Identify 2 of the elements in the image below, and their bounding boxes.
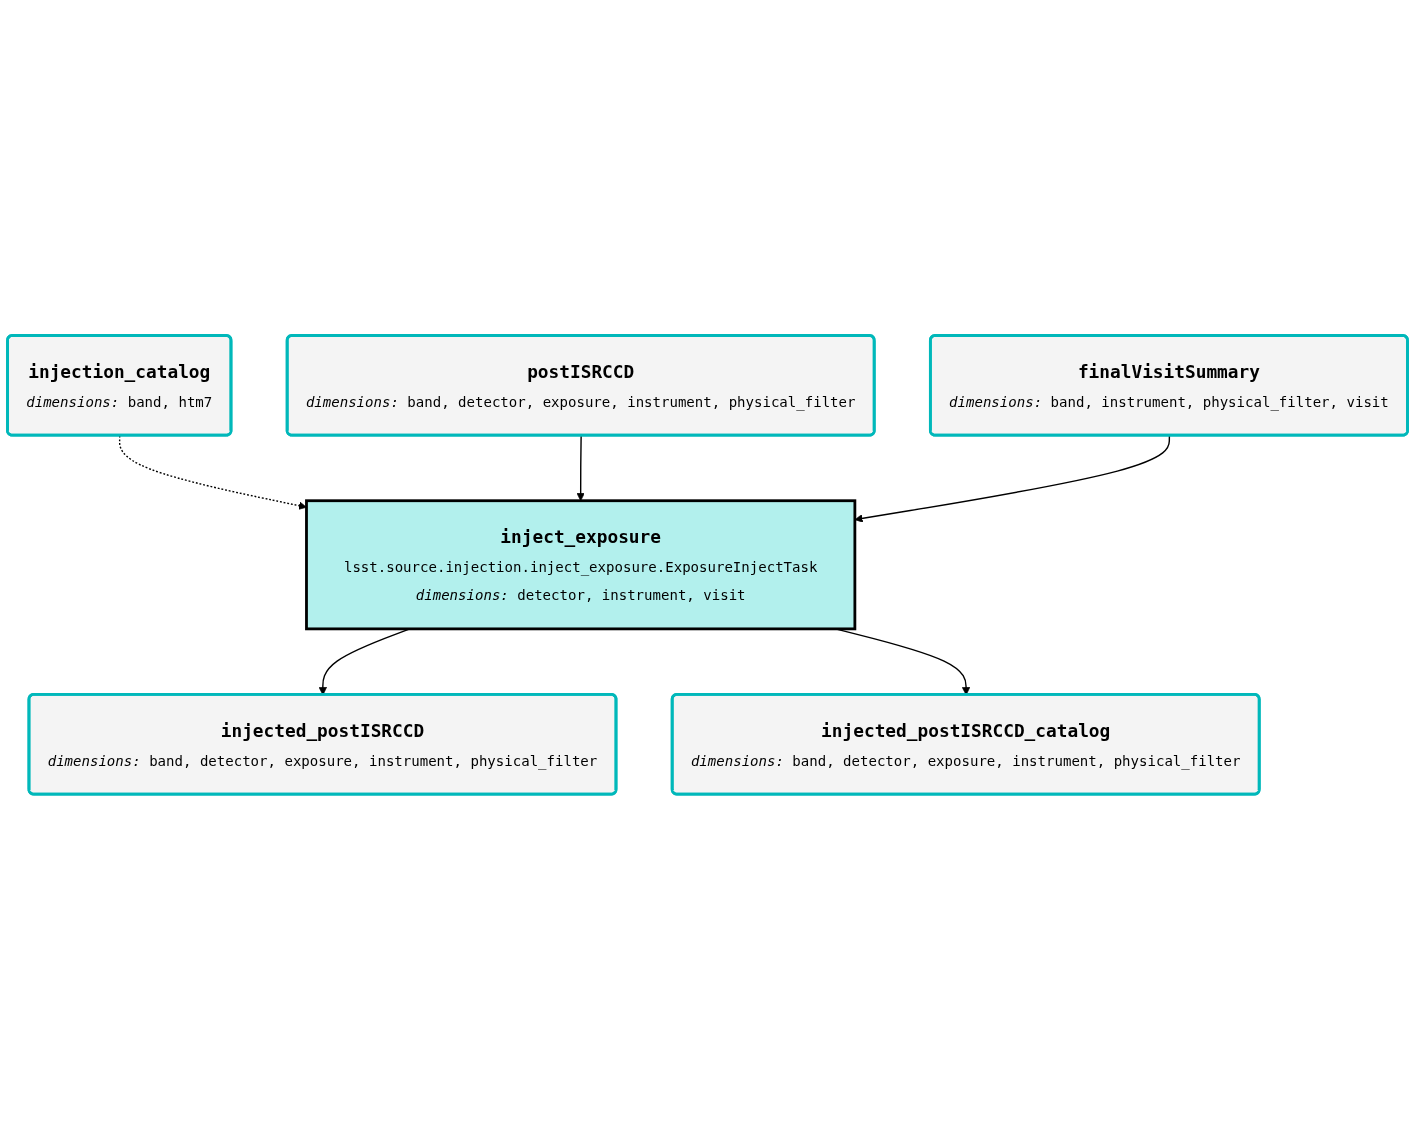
node-box: inject_exposure lsst.source.injection.inject_exposure.ExposureInjectTask dimensions: detector, instrument, visit [305, 499, 857, 631]
arrow [854, 435, 1171, 523]
